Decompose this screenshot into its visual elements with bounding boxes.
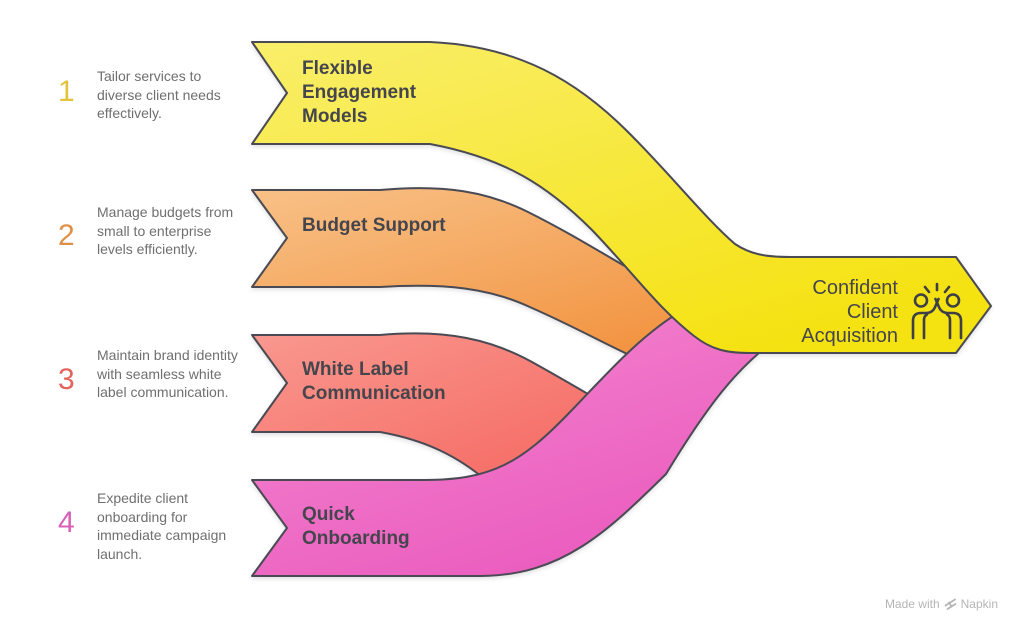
watermark-prefix: Made with: [884, 597, 940, 611]
watermark: Made with Napkin: [885, 597, 998, 611]
step-number-3: 3: [58, 363, 75, 396]
band-label-budget-support: Budget Support: [302, 215, 446, 236]
step-description-3: Maintain brand identity with seamless wh…: [97, 347, 238, 400]
band-label-white-label-communication: White Label Communication: [302, 359, 446, 404]
band-label-flexible-engagement-models: Flexible Engagement Models: [302, 58, 417, 127]
step-description-1: Tailor services to diverse client needs …: [97, 68, 221, 121]
step-description-2: Manage budgets from small to enterprise …: [97, 204, 234, 257]
high-five-icon: [908, 280, 966, 342]
band-label-quick-onboarding: Quick Onboarding: [302, 504, 410, 549]
napkin-logo-icon: [944, 598, 957, 610]
step-number-4: 4: [58, 506, 75, 539]
band-flexible-and-outcome-arrow: [251, 41, 992, 354]
step-number-1: 1: [58, 75, 75, 108]
watermark-brand: Napkin: [960, 597, 998, 611]
outcome-label: Confident Client Acquisition: [801, 277, 898, 347]
step-description-4: Expedite client onboarding for immediate…: [97, 490, 227, 562]
step-number-2: 2: [58, 219, 75, 252]
